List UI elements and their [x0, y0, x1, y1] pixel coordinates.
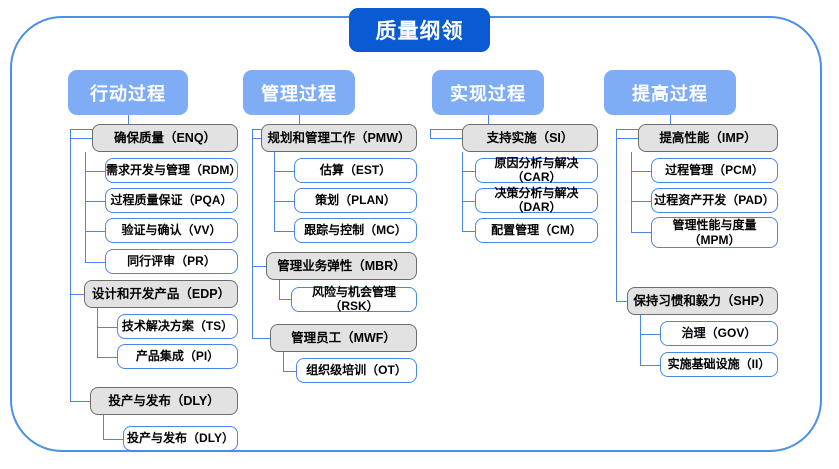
connector-col1-g1-c4	[85, 262, 105, 263]
connector-col1-g3-c1	[103, 439, 123, 440]
connector-col4-g2	[616, 301, 627, 302]
connector-col3-g1-c1	[462, 171, 475, 172]
column-header-realization: 实现过程	[432, 70, 544, 115]
connector-col1-g1	[70, 138, 92, 139]
connector-col2-g3-spine	[283, 352, 284, 371]
parent-node-mbr: 管理业务弹性（MBR）	[266, 252, 417, 280]
connector-col4-g2-c2	[640, 365, 660, 366]
connector-col4-g2-c1	[640, 334, 660, 335]
child-node-ii: 实施基础设施（II）	[660, 352, 778, 377]
parent-node-imp: 提高性能（IMP）	[638, 124, 778, 152]
child-node-mc: 跟踪与控制（MC）	[294, 218, 417, 243]
connector-col4-g1-c3	[631, 232, 651, 233]
child-node-gov: 治理（GOV）	[660, 321, 778, 346]
connector-col4-g2-spine	[640, 315, 641, 365]
child-node-plan: 策划（PLAN）	[294, 188, 417, 213]
column-header-management: 管理过程	[243, 70, 355, 115]
connector-col1-g2	[70, 294, 84, 295]
child-node-rsk: 风险与机会管理（RSK）	[291, 285, 417, 312]
connector-col2-g1-c2	[274, 201, 294, 202]
child-node-est: 估算（EST）	[294, 158, 417, 183]
connector-col3-g1-spine	[462, 152, 463, 232]
connector-col4-g1	[616, 138, 638, 139]
connector-col1-g1-c2	[85, 201, 105, 202]
child-node-mpm: 管理性能与度量 （MPM）	[651, 217, 778, 248]
connector-col3-stem	[488, 115, 489, 129]
connector-col3-g1	[430, 138, 462, 139]
connector-col3-spine	[430, 129, 431, 138]
connector-col4-g1-c2	[631, 201, 651, 202]
connector-col4-g1-spine	[631, 152, 632, 232]
connector-col2-g1-spine	[274, 152, 275, 232]
child-node-rdm: 需求开发与管理（RDM）	[105, 158, 241, 183]
connector-col2-g1-c1	[274, 171, 294, 172]
connector-col4-stem	[670, 115, 671, 129]
parent-node-enq: 确保质量（ENQ）	[92, 124, 238, 152]
parent-node-shp: 保持习惯和毅力（SHP）	[627, 287, 778, 315]
connector-col3-g1-c3	[462, 231, 475, 232]
child-node-pqa: 过程质量保证（PQA）	[105, 188, 238, 213]
connector-col1-spine	[70, 129, 71, 401]
connector-col1-g1-c1	[85, 171, 105, 172]
parent-node-si: 支持实施（SI）	[462, 124, 598, 152]
child-node-pad: 过程资产开发（PAD）	[651, 188, 778, 213]
connector-col2-g2-spine	[279, 280, 280, 299]
connector-col4-g1-c1	[631, 171, 651, 172]
parent-node-pmw: 规划和管理工作（PMW）	[261, 124, 417, 152]
connector-col2-g3	[252, 338, 270, 339]
child-node-dar: 决策分析与解决（DAR）	[475, 186, 598, 213]
connector-col2-g3-c1	[283, 371, 296, 372]
connector-col2-stem	[299, 115, 300, 129]
connector-col2-g1	[252, 138, 261, 139]
child-node-ot: 组织级培训（OT）	[296, 358, 417, 383]
connector-col1-g2-c1	[97, 327, 117, 328]
parent-node-dly: 投产与发布（DLY）	[90, 387, 238, 415]
child-node-pr: 同行评审（PR）	[105, 249, 238, 274]
child-node-cm: 配置管理（CM）	[475, 218, 598, 243]
connector-col1-g3-spine	[103, 415, 104, 439]
child-node-vv: 验证与确认（VV）	[105, 218, 238, 243]
root-title: 质量纲领	[349, 8, 490, 52]
connector-col3-g1-c2	[462, 201, 475, 202]
child-node-ts: 技术解决方案（TS）	[117, 314, 238, 339]
connector-col1-g2-c2	[97, 357, 117, 358]
connector-col2-spine	[252, 129, 253, 339]
connector-col1-g3	[70, 401, 90, 402]
child-node-car: 原因分析与解决（CAR）	[475, 156, 598, 183]
connector-col4-spine	[616, 129, 617, 301]
connector-col2-g2-c1	[279, 299, 291, 300]
connector-col2-g1-c3	[274, 231, 294, 232]
connector-col1-g1-c3	[85, 231, 105, 232]
connector-col1-stem	[128, 115, 129, 129]
connector-col3-stem-h	[430, 129, 488, 130]
connector-col2-g2	[252, 266, 266, 267]
child-node-pcm: 过程管理（PCM）	[651, 158, 778, 183]
connector-col1-g1-spine	[85, 152, 86, 262]
child-node-pi: 产品集成（PI）	[117, 344, 238, 369]
parent-node-mwf: 管理员工（MWF）	[270, 324, 417, 352]
column-header-improvement: 提高过程	[604, 70, 736, 115]
child-node-dly-child: 投产与发布（DLY）	[123, 426, 238, 451]
column-header-action: 行动过程	[68, 70, 188, 115]
connector-col1-g2-spine	[97, 308, 98, 358]
parent-node-edp: 设计和开发产品（EDP）	[84, 280, 238, 308]
